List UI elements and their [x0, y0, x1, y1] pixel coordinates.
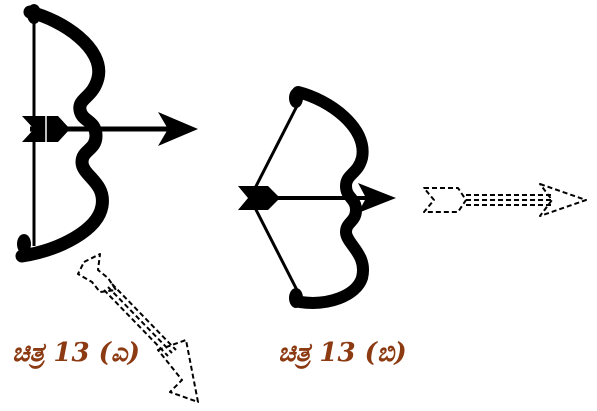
- arrow-b-icon: [238, 183, 396, 213]
- caption-figure-b: ಚಿತ್ರ 13 (ಬಿ): [278, 338, 407, 368]
- dashed-arrow-a-icon: [77, 253, 199, 403]
- bow-b-string-bottom: [248, 197, 302, 297]
- dashed-arrow-b-icon: [423, 183, 587, 217]
- bow-a-bottom-tip: [17, 234, 31, 254]
- bow-b-string-top: [248, 99, 302, 199]
- arrow-a-icon: [22, 112, 198, 146]
- caption-figure-a: ಚಿತ್ರ 13 (ಎ): [12, 338, 140, 368]
- bow-b-limb: [292, 86, 369, 309]
- bow-b-icon: [248, 86, 369, 309]
- bow-a-limb: [15, 5, 109, 263]
